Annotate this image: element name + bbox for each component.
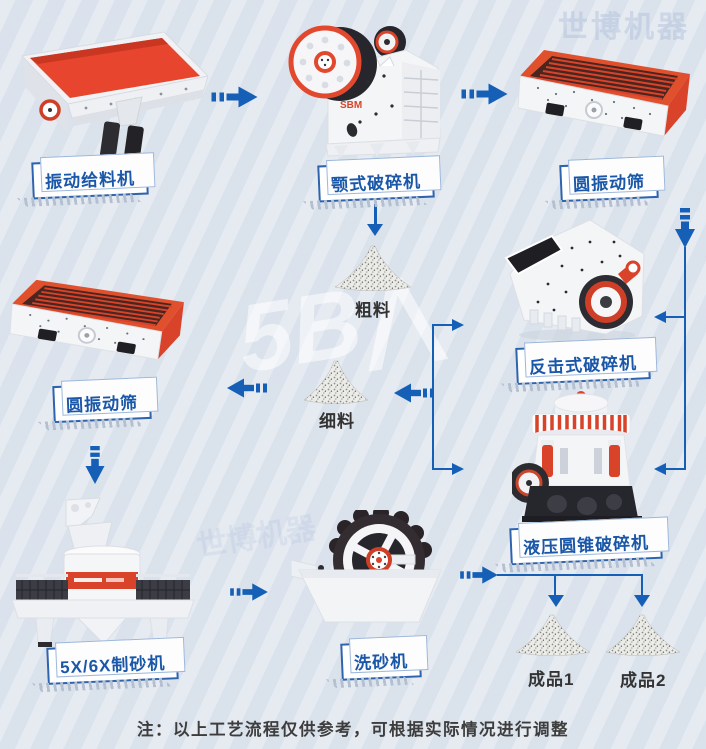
product1-drop (554, 574, 556, 596)
label-impact-crusher: 反击式破碎机 (515, 342, 651, 385)
brand-watermark-top-right: 世博机器 (558, 11, 690, 44)
arrow-jaw-to-screen-icon (461, 83, 508, 105)
products-hline (497, 574, 643, 576)
inner-connector-bottom-h (434, 468, 452, 470)
inner-connector-top-h (434, 324, 452, 326)
right-connector-branch-impact (666, 316, 685, 318)
product2-pile (605, 614, 681, 656)
circular-screen-top-illustration (518, 50, 690, 137)
product1-head-icon (548, 595, 564, 607)
arrow-jaw-to-coarse-stem (374, 204, 377, 225)
right-connector-vline (684, 247, 686, 470)
coarse-material-pile (334, 245, 412, 291)
label-fine-material: 细料 (319, 412, 355, 431)
jaw-crusher-illustration: SBM (288, 25, 441, 158)
product2-drop (641, 574, 643, 596)
disclaimer-note: 注：以上工艺流程仅供参考，可根据实际情况进行调整 (137, 721, 569, 739)
arrow-to-impact-head-icon (654, 311, 666, 323)
label-cone-crusher: 液压圆锥破碎机 (509, 521, 663, 566)
arrow-feeder-to-jaw-icon (211, 86, 258, 108)
label-sand-washer: 洗砂机 (340, 640, 422, 681)
arrow-jaw-to-coarse-head-icon (367, 224, 383, 236)
sand-washer-illustration (291, 510, 442, 623)
circular-screen-left-illustration (10, 279, 184, 361)
inner-top-head-icon (452, 319, 464, 331)
vibrating-feeder-illustration (20, 31, 208, 160)
label-circular-screen-left: 圆振动筛 (52, 381, 152, 424)
label-jaw-crusher: 颚式破碎机 (317, 160, 435, 203)
arrow-screen-down-icon (675, 208, 695, 248)
arrow-to-fine-icon (394, 383, 434, 403)
impact-crusher-illustration (504, 219, 645, 341)
label-coarse-material: 粗料 (355, 301, 391, 320)
label-vibrating-feeder: 振动给料机 (31, 157, 149, 200)
sand-maker-illustration (11, 497, 195, 647)
svg-text:SBM: SBM (340, 100, 362, 111)
product2-head-icon (634, 595, 650, 607)
arrow-left-screen-down-icon (85, 446, 105, 484)
right-connector-branch-cone (666, 468, 685, 470)
inner-bottom-head-icon (452, 463, 464, 475)
label-circular-screen-top: 圆振动筛 (559, 160, 659, 203)
cone-crusher-illustration (512, 391, 642, 522)
label-product2: 成品2 (620, 671, 667, 690)
label-sand-maker: 5X/6X制砂机 (46, 642, 180, 685)
label-product1: 成品1 (528, 670, 575, 689)
arrow-fine-to-left-screen-icon (227, 378, 267, 398)
arrow-maker-to-washer-icon (230, 583, 268, 601)
fine-material-pile (303, 360, 369, 404)
product1-pile (515, 614, 591, 656)
arrow-washer-to-products-icon (460, 566, 498, 584)
arrow-to-cone-head-icon (654, 463, 666, 475)
